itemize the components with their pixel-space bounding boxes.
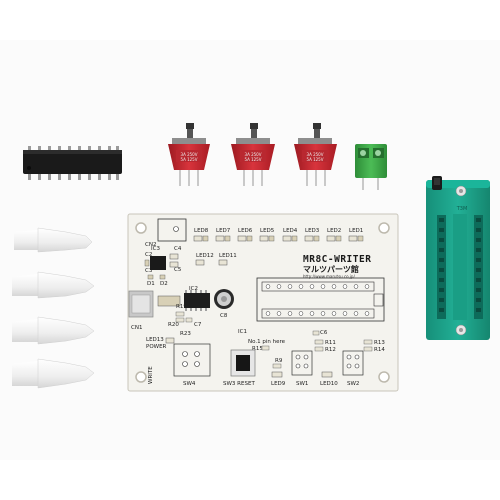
nylon-spacers (12, 227, 95, 389)
label-r12: R12 (325, 347, 336, 353)
board-url: http://www.marutsu.co.jp/ (303, 274, 355, 279)
zif-marking: T3M (456, 206, 468, 212)
label-c4: C4 (174, 246, 182, 252)
label-c2: C2 (145, 252, 152, 258)
label-r19: R19 (176, 304, 187, 310)
terminal-block (355, 144, 387, 190)
toggle-switch-1: 3A 250V 5A 125V (168, 123, 210, 186)
board-maker: マルツパーツ館 (303, 264, 359, 274)
board-title: MR8C-WRITER (303, 254, 371, 265)
label-ic1: IC1 (238, 329, 247, 335)
label-r11: R11 (325, 340, 336, 346)
label-r23: R23 (180, 331, 191, 337)
toggle-switch-3: 3A 250V 5A 125V (294, 123, 337, 186)
pcb-board: LED8 LED7 LED6 LED5 LED4 LED3 LED2 LED1 … (127, 213, 399, 392)
pin-note: No.1 pin here (248, 339, 286, 345)
label-ic3: IC3 (151, 246, 160, 252)
label-sw3-reset: SW3 RESET (223, 381, 255, 387)
label-cn1: CN1 (131, 325, 142, 331)
label-r14: R14 (374, 347, 385, 353)
label-d1: D1 (147, 281, 155, 287)
label-power: POWER (146, 344, 167, 350)
label-led5: LED5 (260, 228, 275, 234)
toggle-switch-2: 3A 250V 5A 125V (231, 123, 275, 186)
svg-text:5A 125V: 5A 125V (307, 157, 324, 162)
label-c3: C3 (145, 268, 153, 274)
label-c8: C8 (220, 313, 228, 319)
led-row-top (193, 235, 364, 242)
label-led2: LED2 (327, 228, 341, 234)
dip-ic-chip (23, 146, 122, 180)
svg-text:3A 250V: 3A 250V (245, 152, 262, 157)
label-d2: D2 (160, 281, 168, 287)
label-led11: LED11 (219, 253, 237, 259)
label-c6: C6 (320, 330, 328, 336)
label-led1: LED1 (349, 228, 363, 234)
svg-text:5A 125V: 5A 125V (245, 157, 262, 162)
zif-socket: T3M (426, 176, 490, 340)
label-led4: LED4 (283, 228, 298, 234)
label-led3: LED3 (305, 228, 320, 234)
label-sw2: SW2 (347, 381, 359, 387)
label-led8: LED8 (194, 228, 209, 234)
label-cn2: CN2 (145, 242, 156, 248)
label-led10: LED10 (320, 381, 338, 387)
svg-text:5A 125V: 5A 125V (181, 157, 198, 162)
label-led6: LED6 (238, 228, 253, 234)
label-sw1: SW1 (296, 381, 308, 387)
label-led12: LED12 (196, 253, 214, 259)
label-r13: R13 (374, 340, 385, 346)
label-c5: C5 (174, 267, 182, 273)
label-r15: R15 (252, 346, 263, 352)
label-c7: C7 (194, 322, 202, 328)
label-led13: LED13 (146, 337, 164, 343)
label-sw4: SW4 (183, 381, 196, 387)
svg-text:3A 250V: 3A 250V (307, 152, 324, 157)
label-r20: R20 (168, 322, 179, 328)
svg-text:3A 250V: 3A 250V (181, 152, 198, 157)
label-write: WRITE (148, 366, 154, 384)
ic-socket-footprint (256, 277, 385, 322)
label-r9: R9 (275, 358, 283, 364)
label-led9: LED9 (271, 381, 286, 387)
label-ic2: IC2 (189, 286, 198, 292)
label-led7: LED7 (216, 228, 231, 234)
